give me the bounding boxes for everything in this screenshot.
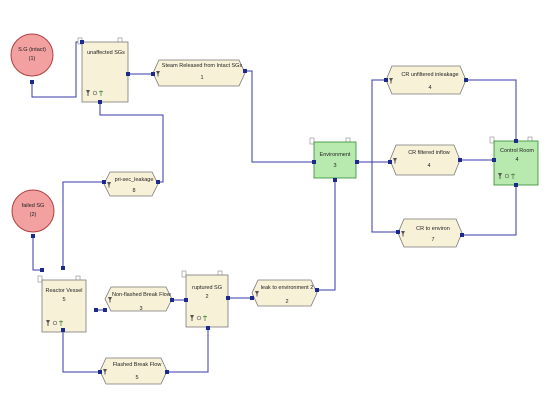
connection-port[interactable] xyxy=(165,370,169,374)
wire-crenv-to-env xyxy=(371,162,398,233)
compartment-tab-icon xyxy=(489,136,495,144)
connection-port[interactable] xyxy=(315,288,319,292)
filter-icon xyxy=(103,369,107,375)
pathway-cr-unfiltered-node[interactable] xyxy=(385,65,467,95)
wire-reactor-to-leakage xyxy=(62,181,104,268)
filter-icon xyxy=(255,291,259,297)
filter-icon xyxy=(498,173,502,179)
compartment-environment-node[interactable] xyxy=(313,141,357,179)
connection-port[interactable] xyxy=(460,233,464,237)
connection-port[interactable] xyxy=(61,328,65,332)
connection-port[interactable] xyxy=(458,158,462,162)
connection-port[interactable] xyxy=(250,296,254,300)
connection-port[interactable] xyxy=(514,183,518,187)
connection-port[interactable] xyxy=(464,78,468,82)
plant-icon xyxy=(202,315,208,321)
connection-port[interactable] xyxy=(126,72,130,76)
connection-port[interactable] xyxy=(151,72,155,76)
compartment-control-room-node[interactable] xyxy=(493,140,539,186)
source-top-node[interactable] xyxy=(10,33,54,77)
plant-icon xyxy=(58,320,64,326)
filter-icon xyxy=(393,158,397,164)
filter-icon xyxy=(401,231,405,237)
filter-icon xyxy=(190,315,194,321)
wire-reactor-to-flashed xyxy=(62,330,100,373)
filter-icon xyxy=(156,71,160,77)
wire-crunfilt-to-cr xyxy=(466,79,517,141)
compartment-tab-icon xyxy=(309,137,315,145)
connection-port[interactable] xyxy=(226,296,230,300)
connection-port[interactable] xyxy=(388,160,392,164)
compartment-tab-icon xyxy=(37,275,43,283)
connection-port[interactable] xyxy=(514,139,518,143)
pathway-cr-to-environ-node[interactable] xyxy=(397,218,463,248)
connection-port[interactable] xyxy=(98,100,102,104)
wire-src-to-reactor xyxy=(32,236,42,271)
connection-port[interactable] xyxy=(103,308,107,312)
connection-port[interactable] xyxy=(206,326,210,330)
connection-port[interactable] xyxy=(355,160,359,164)
connection-port[interactable] xyxy=(98,370,102,374)
wire-leak2-to-env xyxy=(317,180,336,291)
connection-port[interactable] xyxy=(40,268,44,272)
filter-icon xyxy=(389,78,393,84)
wire-steam-to-env xyxy=(245,70,314,163)
connection-port[interactable] xyxy=(312,160,316,164)
sun-icon xyxy=(196,315,202,321)
connection-port[interactable] xyxy=(102,180,106,184)
pathway-steam-release-node[interactable] xyxy=(152,59,246,87)
sun-icon xyxy=(504,173,510,179)
connection-port[interactable] xyxy=(30,80,34,84)
pathway-primary-leakage-node[interactable] xyxy=(103,171,159,197)
connection-port[interactable] xyxy=(170,298,174,302)
connection-port[interactable] xyxy=(156,180,160,184)
connection-port[interactable] xyxy=(396,230,400,234)
compartment-reactor-vessel-node[interactable] xyxy=(41,279,87,333)
compartment-tab-icon xyxy=(181,270,187,278)
connection-port[interactable] xyxy=(333,178,337,182)
pathway-leak-env2-node[interactable] xyxy=(251,279,318,307)
filter-icon xyxy=(108,297,112,303)
filter-icon xyxy=(107,182,111,188)
connection-port[interactable] xyxy=(243,69,247,73)
wire-cr-to-crenv xyxy=(462,185,517,236)
connection-port[interactable] xyxy=(80,40,84,44)
sun-icon xyxy=(92,90,98,96)
plant-icon xyxy=(510,173,516,179)
connection-port[interactable] xyxy=(31,234,35,238)
connection-port[interactable] xyxy=(61,266,65,270)
connection-wires xyxy=(31,41,517,373)
filter-icon xyxy=(46,320,50,326)
pathway-flashed-node[interactable] xyxy=(99,357,168,385)
connection-port[interactable] xyxy=(492,158,496,162)
sun-icon xyxy=(52,320,58,326)
plant-icon xyxy=(98,90,104,96)
connection-port[interactable] xyxy=(94,308,98,312)
connection-port[interactable] xyxy=(384,78,388,82)
connection-port[interactable] xyxy=(184,298,188,302)
filter-icon xyxy=(86,90,90,96)
compartment-unaffected-sgs-node[interactable] xyxy=(81,41,129,103)
wire-env-to-crunfilt xyxy=(357,79,386,163)
source-bottom-node[interactable] xyxy=(11,189,55,233)
wire-unaffected-to-leakage xyxy=(99,102,164,183)
wire-flashed-to-ruptured xyxy=(167,328,209,373)
pathway-nonflashed-node[interactable] xyxy=(104,286,173,312)
pathway-cr-filtered-node[interactable] xyxy=(389,144,461,176)
